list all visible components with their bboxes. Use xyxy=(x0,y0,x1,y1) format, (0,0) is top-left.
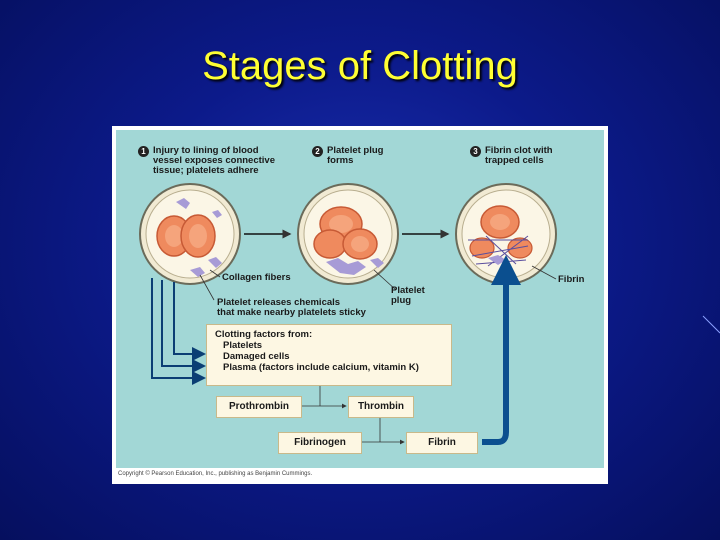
slide-title: Stages of Clotting xyxy=(202,44,518,88)
fibrin-side-label: Fibrin xyxy=(558,274,585,285)
clotting-factor-item: Platelets xyxy=(223,340,263,351)
copyright-notice: Copyright © Pearson Education, Inc., pub… xyxy=(118,471,313,477)
thrombin-box: Thrombin xyxy=(348,396,414,418)
diagram-artwork xyxy=(139,183,557,445)
step-1-label: Injury to lining of blood vessel exposes… xyxy=(153,145,275,176)
platelet-plug-label: Platelet plug xyxy=(391,285,425,306)
clotting-factors-heading: Clotting factors from: xyxy=(215,329,313,340)
clotting-figure: 1 Injury to lining of blood vessel expos… xyxy=(112,126,608,484)
vessel-2 xyxy=(297,183,399,285)
vessel-1 xyxy=(139,183,241,285)
vessel-3 xyxy=(455,183,557,285)
fibrinogen-box: Fibrinogen xyxy=(278,432,362,454)
step-3-number: 3 xyxy=(470,146,481,157)
clotting-factors-box: Clotting factors from: Platelets Damaged… xyxy=(206,324,452,386)
platelet-releases-label: Platelet releases chemicals that make ne… xyxy=(217,297,366,318)
diagram-panel: 1 Injury to lining of blood vessel expos… xyxy=(116,130,604,468)
clotting-factor-item: Damaged cells xyxy=(223,351,290,362)
collagen-fibers-label: Collagen fibers xyxy=(222,272,291,283)
step-2-number: 2 xyxy=(312,146,323,157)
step-2-label: Platelet plug forms xyxy=(327,145,384,166)
step-1-number: 1 xyxy=(138,146,149,157)
prothrombin-box: Prothrombin xyxy=(216,396,302,418)
step-3-label: Fibrin clot with trapped cells xyxy=(485,145,553,166)
fibrin-box: Fibrin xyxy=(406,432,478,454)
clotting-factor-item: Plasma (factors include calcium, vitamin… xyxy=(223,362,419,373)
